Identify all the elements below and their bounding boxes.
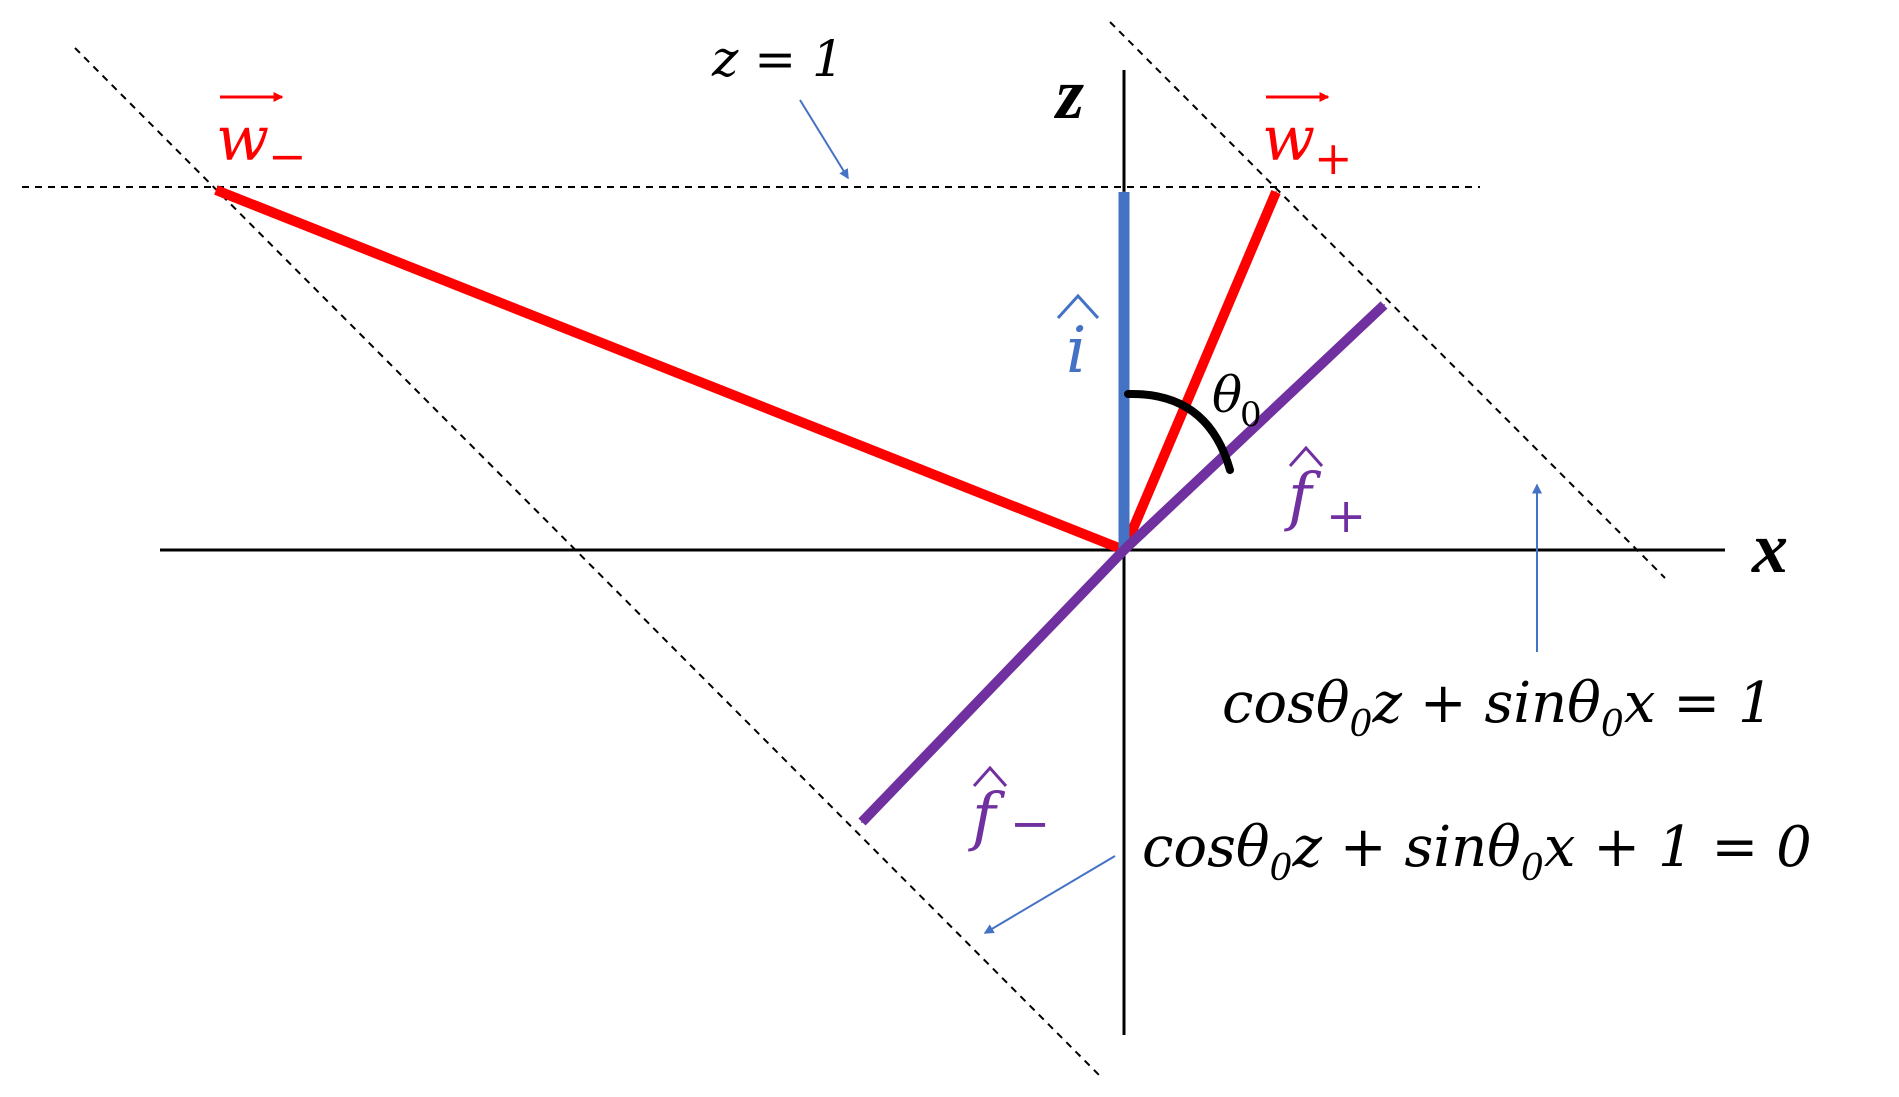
i-hat-label: i bbox=[1056, 293, 1100, 388]
hat-accent bbox=[972, 765, 1008, 787]
upper-plane-equation: cosθ0z + sinθ0x = 1 bbox=[1222, 671, 1774, 745]
svg-text:0: 0 bbox=[1240, 395, 1262, 435]
hat-accent bbox=[1056, 293, 1100, 320]
svg-text:+: + bbox=[1326, 488, 1366, 544]
line-plus-plane bbox=[1109, 21, 1666, 579]
svg-text:−: − bbox=[1010, 796, 1050, 852]
x-axis-label: x bbox=[1751, 508, 1788, 588]
svg-text:f: f bbox=[968, 780, 1006, 854]
vector-w-plus bbox=[1119, 190, 1281, 552]
w-minus-label: w − bbox=[216, 92, 307, 183]
hat-accent bbox=[1288, 445, 1324, 467]
svg-text:w: w bbox=[216, 102, 269, 175]
z-equals-1-label: z = 1 bbox=[711, 30, 844, 88]
lower-plane-equation: cosθ0z + sinθ0x + 1 = 0 bbox=[1142, 815, 1812, 889]
svg-text:w: w bbox=[1262, 102, 1315, 175]
f-plus-label: f + bbox=[1284, 445, 1366, 544]
svg-text:i: i bbox=[1066, 314, 1086, 388]
svg-text:−: − bbox=[268, 129, 307, 183]
svg-text:f: f bbox=[1284, 460, 1322, 534]
angle-arc-theta bbox=[1124, 389, 1234, 474]
svg-text:θ: θ bbox=[1212, 366, 1242, 424]
line-minus-plane bbox=[74, 47, 1101, 1077]
vector-f-minus bbox=[858, 546, 1128, 826]
svg-text:+: + bbox=[1314, 131, 1353, 185]
callout-arrow-lower-equation bbox=[983, 855, 1116, 934]
z-axis-label: z bbox=[1053, 54, 1084, 134]
callout-arrow-z-equals-1 bbox=[799, 99, 849, 180]
w-plus-label: w + bbox=[1262, 92, 1353, 185]
f-minus-label: f − bbox=[968, 765, 1050, 854]
theta-label: θ 0 bbox=[1212, 366, 1262, 435]
vector-f-plus bbox=[1120, 301, 1388, 554]
vector-w-minus bbox=[214, 185, 1126, 555]
